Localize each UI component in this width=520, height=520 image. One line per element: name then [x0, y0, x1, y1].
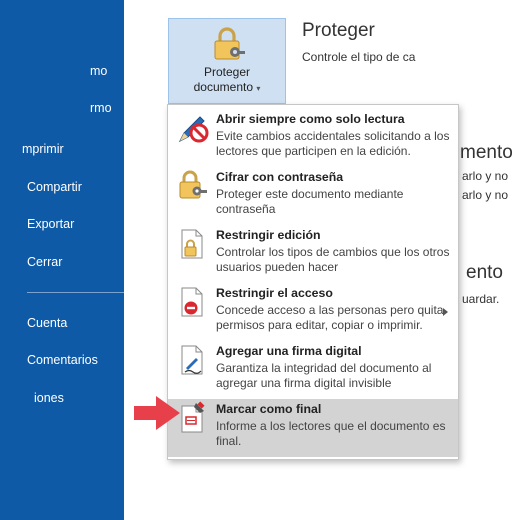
lock-key-icon	[176, 169, 210, 203]
sidebar-item-cerrar[interactable]: Cerrar	[27, 255, 63, 269]
menu-item-restrict-editing[interactable]: Restringir edición Controlar los tipos d…	[168, 225, 458, 281]
menu-item-desc: Controlar los tipos de cambios que los o…	[216, 245, 450, 274]
menu-item-encrypt[interactable]: Cifrar con contraseña Proteger este docu…	[168, 167, 458, 223]
sidebar-item-cuenta[interactable]: Cuenta	[27, 316, 68, 330]
menu-item-desc: Evite cambios accidentales solicitando a…	[216, 129, 450, 158]
menu-item-title: Marcar como final	[216, 402, 322, 416]
versions-text: uardar.	[462, 292, 500, 306]
section-title: Proteger	[302, 20, 375, 41]
inspect-heading: mento	[460, 142, 513, 163]
pointer-arrow-icon	[134, 396, 180, 435]
menu-item-desc: Concede acceso a las personas pero quita…	[216, 303, 444, 332]
protect-label-line2: documento	[193, 80, 253, 94]
sidebar-item-imprimir[interactable]: mprimir	[22, 142, 64, 156]
menu-item-desc: Informe a los lectores que el documento …	[216, 419, 446, 448]
backstage-sidebar: mo rmo mprimir Compartir Exportar Cerrar…	[0, 0, 124, 520]
sidebar-item-opciones[interactable]: iones	[34, 391, 64, 405]
menu-item-restrict-access[interactable]: Restringir el acceso Concede acceso a la…	[168, 283, 458, 339]
inspect-text-1: arlo y no	[462, 169, 509, 183]
sidebar-item-exportar[interactable]: Exportar	[27, 217, 75, 231]
menu-item-title: Restringir edición	[216, 228, 321, 242]
submenu-arrow-icon	[443, 308, 448, 316]
sidebar-item-partial-2[interactable]: rmo	[90, 101, 112, 115]
menu-item-title: Agregar una firma digital	[216, 344, 362, 358]
sidebar-item-partial[interactable]: mo	[90, 64, 108, 78]
menu-item-read-only[interactable]: Abrir siempre como solo lectura Evite ca…	[168, 109, 458, 165]
protect-label-line1: Proteger	[203, 65, 251, 79]
sidebar-separator	[27, 292, 124, 293]
protect-document-menu: Abrir siempre como solo lectura Evite ca…	[167, 104, 459, 460]
document-stamp-icon	[176, 401, 210, 435]
document-lock-icon	[176, 227, 210, 261]
document-signature-icon	[176, 343, 210, 377]
menu-item-digital-signature[interactable]: Agregar una firma digital Garantiza la i…	[168, 341, 458, 397]
menu-item-title: Cifrar con contraseña	[216, 170, 344, 184]
menu-item-title: Restringir el acceso	[216, 286, 333, 300]
chevron-down-icon: ▾	[256, 84, 261, 93]
protect-document-button[interactable]: Proteger documento ▾	[168, 18, 286, 104]
inspect-text-2: arlo y no	[462, 188, 509, 202]
sidebar-item-comentarios[interactable]: Comentarios	[27, 353, 98, 367]
menu-item-mark-final[interactable]: Marcar como final Informe a los lectores…	[168, 399, 458, 457]
versions-heading: ento	[466, 262, 503, 283]
sidebar-item-compartir[interactable]: Compartir	[27, 180, 82, 194]
document-restricted-icon	[176, 285, 210, 319]
pencil-no-icon	[176, 111, 210, 145]
section-description: Controle el tipo de ca	[302, 50, 416, 64]
menu-item-desc: Proteger este documento mediante contras…	[216, 187, 404, 216]
menu-item-desc: Garantiza la integridad del documento al…	[216, 361, 432, 390]
menu-item-title: Abrir siempre como solo lectura	[216, 112, 405, 126]
lock-key-icon	[211, 27, 245, 68]
